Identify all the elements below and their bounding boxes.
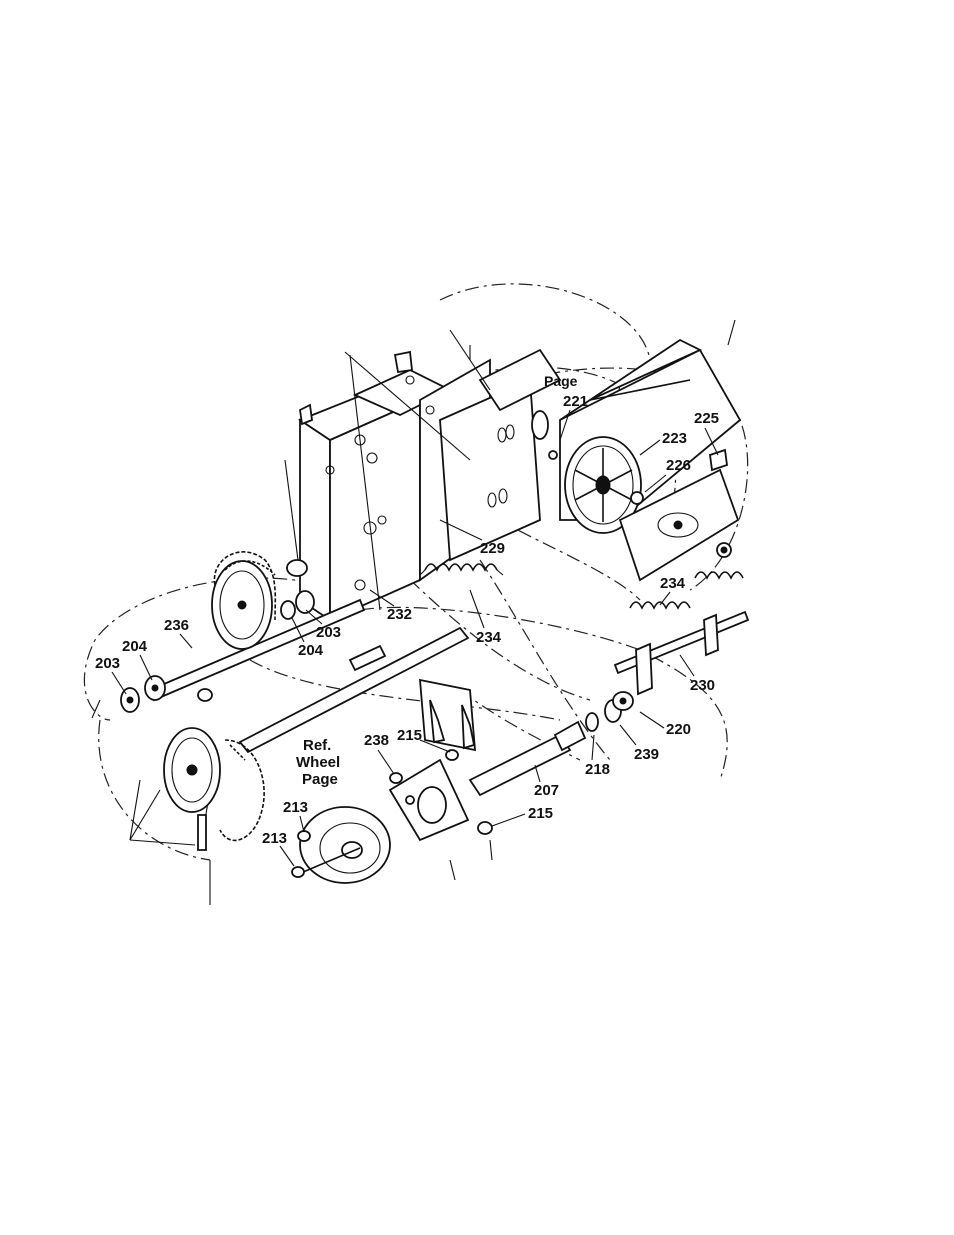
- callout-203-left: 203: [95, 655, 120, 672]
- callout-221: 221: [563, 393, 588, 410]
- ref-wheel-line1: Ref.: [303, 737, 331, 754]
- callout-220: 220: [666, 721, 691, 738]
- callout-207: 207: [534, 782, 559, 799]
- callout-232: 232: [387, 606, 412, 623]
- callout-215-upper: 215: [397, 727, 422, 744]
- callout-203-right: 203: [316, 624, 341, 641]
- callout-225: 225: [694, 410, 719, 427]
- callout-204-left: 204: [122, 638, 148, 655]
- springs: [420, 564, 743, 608]
- ref-wheel-line3: Page: [302, 771, 338, 788]
- callout-226: 226: [666, 457, 691, 474]
- callout-215-lower: 215: [528, 805, 553, 822]
- upper-sprocket: [212, 552, 275, 649]
- callout-230: 230: [690, 677, 715, 694]
- shift-rod: [615, 612, 748, 694]
- hex-shaft-207: [470, 692, 633, 795]
- callout-229: 229: [480, 540, 505, 557]
- callout-218: 218: [585, 761, 610, 778]
- callout-239: 239: [634, 746, 659, 763]
- callout-234-left: 234: [476, 629, 502, 646]
- callout-213-lower: 213: [262, 830, 287, 847]
- callout-213-upper: 213: [283, 799, 308, 816]
- callout-223: 223: [662, 430, 687, 447]
- callout-204-right: 204: [298, 642, 324, 659]
- cut-page-label: Page: [544, 373, 578, 389]
- callout-234-right: 234: [660, 575, 686, 592]
- ref-wheel-line2: Wheel: [296, 754, 340, 771]
- callout-236: 236: [164, 617, 189, 634]
- callout-238: 238: [364, 732, 389, 749]
- frame-housing: [300, 350, 560, 620]
